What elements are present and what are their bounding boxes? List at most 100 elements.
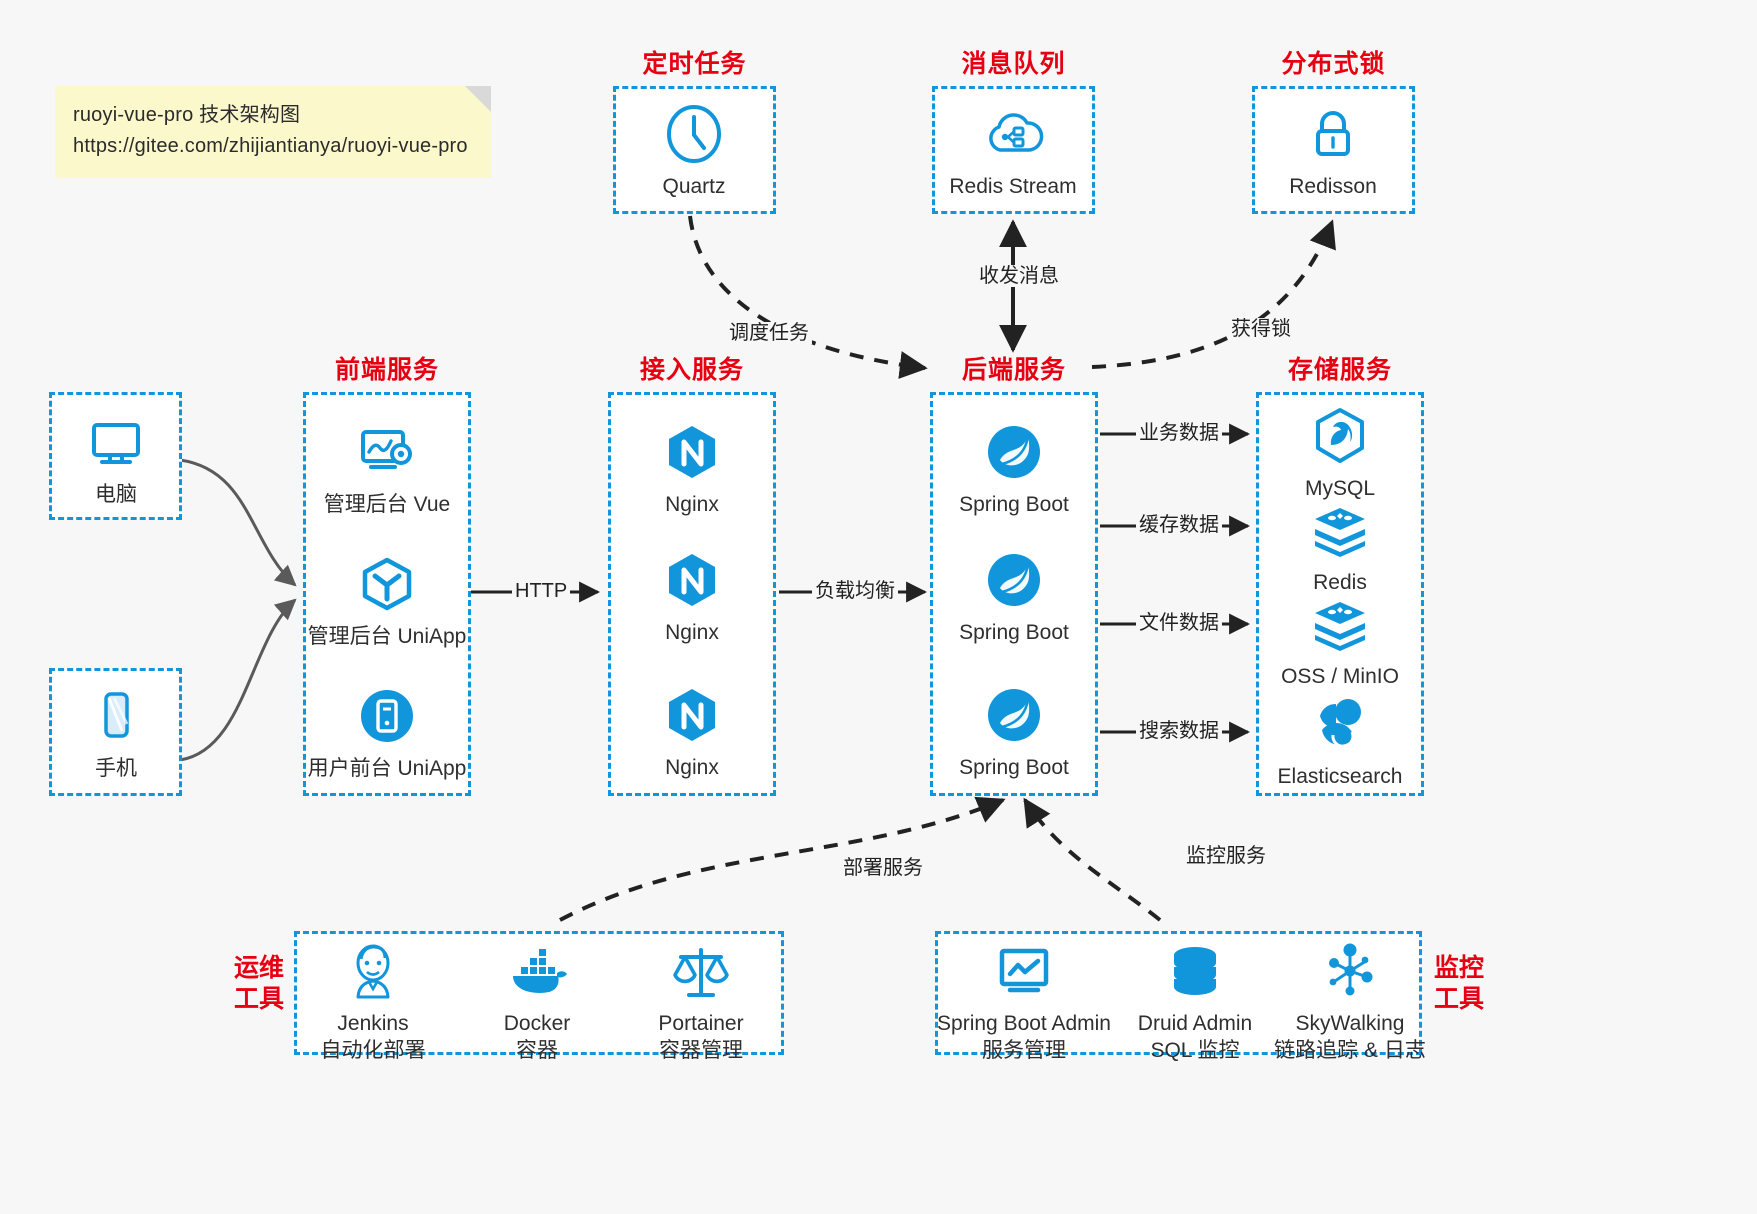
- node-sublabel: 自动化部署: [320, 1039, 426, 1063]
- node-docker[interactable]: Docker 容器: [452, 939, 622, 1066]
- edge-label-loadbalance: 负载均衡: [812, 580, 898, 602]
- docker-whale-icon: [513, 949, 567, 993]
- node-redis-stream[interactable]: Redis Stream: [928, 102, 1098, 200]
- portainer-scale-icon: [673, 948, 729, 997]
- node-uniapp-admin[interactable]: 管理后台 UniApp: [302, 552, 472, 650]
- node-label: 用户前台 UniApp: [307, 757, 467, 780]
- node-label: Portainer: [658, 1012, 744, 1035]
- node-skywalking[interactable]: SkyWalking 链路追踪 & 日志: [1255, 939, 1445, 1066]
- app-round-icon: [361, 690, 413, 742]
- node-vue-admin[interactable]: 管理后台 Vue: [302, 420, 472, 518]
- jenkins-butler-icon: [356, 944, 390, 999]
- edge-deploy-service: [559, 796, 1006, 922]
- mysql-dolphin-icon: [1316, 408, 1364, 463]
- node-oss[interactable]: OSS / MinIO: [1255, 592, 1425, 690]
- note-line-2: https://gitee.com/zhijiantianya/ruoyi-vu…: [73, 135, 468, 157]
- node-label: Quartz: [662, 175, 726, 198]
- node-label: Elasticsearch: [1277, 765, 1403, 788]
- node-sublabel: 容器管理: [659, 1039, 743, 1063]
- node-portainer[interactable]: Portainer 容器管理: [616, 939, 786, 1066]
- node-phone[interactable]: 手机: [31, 684, 201, 782]
- mobile-icon: [104, 692, 129, 738]
- node-nginx-1[interactable]: Nginx: [607, 420, 777, 518]
- node-label: Nginx: [665, 621, 719, 644]
- node-sublabel: 服务管理: [982, 1039, 1066, 1063]
- node-label: 手机: [95, 757, 137, 780]
- database-icon: [1174, 947, 1216, 995]
- edge-label-biz-data: 业务数据: [1136, 422, 1222, 444]
- nginx-icon: [669, 689, 715, 741]
- node-label: 管理后台 Vue: [323, 493, 451, 516]
- monitor-chart-icon: [999, 948, 1049, 993]
- note-line-1: ruoyi-vue-pro 技术架构图: [73, 104, 301, 126]
- node-elasticsearch[interactable]: Elasticsearch: [1255, 692, 1425, 790]
- group-box-lock: [1252, 86, 1415, 214]
- node-label: SkyWalking: [1295, 1012, 1405, 1035]
- nginx-icon: [669, 554, 715, 606]
- node-label: Nginx: [665, 756, 719, 779]
- node-label: Spring Boot: [959, 493, 1069, 516]
- desktop-icon: [92, 423, 140, 464]
- edge-schedule-task: [688, 215, 928, 379]
- node-uniapp-user[interactable]: 用户前台 UniApp: [302, 684, 472, 782]
- node-label: Druid Admin: [1137, 1012, 1253, 1035]
- node-label: Spring Boot Admin: [937, 1012, 1111, 1035]
- dashboard-gear-icon: [361, 430, 412, 469]
- node-label: 电脑: [95, 483, 137, 506]
- node-jenkins[interactable]: Jenkins 自动化部署: [288, 939, 458, 1066]
- uniapp-cube-icon: [362, 557, 412, 611]
- node-springboot-2[interactable]: Spring Boot: [929, 548, 1099, 646]
- clock-icon: [667, 105, 721, 163]
- node-springboot-1[interactable]: Spring Boot: [929, 420, 1099, 518]
- node-sublabel: 容器: [516, 1039, 558, 1063]
- spring-leaf-icon: [988, 554, 1040, 606]
- node-druid-admin[interactable]: Druid Admin SQL 监控: [1109, 939, 1281, 1066]
- group-title-scheduler: 定时任务: [642, 50, 747, 78]
- node-label: Nginx: [665, 493, 719, 516]
- node-sublabel: SQL 监控: [1150, 1039, 1240, 1063]
- node-redis[interactable]: Redis: [1255, 498, 1425, 596]
- node-springboot-3[interactable]: Spring Boot: [929, 683, 1099, 781]
- edge-label-mq-io: 收发消息: [976, 265, 1062, 287]
- node-label: Redis Stream: [949, 175, 1077, 198]
- node-label: MySQL: [1304, 477, 1375, 500]
- group-title-mq: 消息队列: [961, 50, 1066, 78]
- oss-stack-icon: [1315, 602, 1365, 651]
- group-title-devops: 运维 工具: [228, 953, 290, 1016]
- edge-monitor-service: [1023, 797, 1162, 922]
- node-spring-boot-admin[interactable]: Spring Boot Admin 服务管理: [937, 939, 1111, 1066]
- node-quartz[interactable]: Quartz: [609, 102, 779, 200]
- node-label: Redisson: [1289, 175, 1377, 198]
- note-fold-corner: [465, 86, 491, 112]
- lock-icon: [1316, 111, 1350, 156]
- edge-label-cache-data: 缓存数据: [1136, 514, 1222, 536]
- group-title-frontend: 前端服务: [334, 356, 439, 384]
- node-pc[interactable]: 电脑: [31, 410, 201, 508]
- group-title-storage: 存储服务: [1287, 356, 1392, 384]
- group-title-lock: 分布式锁: [1281, 50, 1386, 78]
- node-label: 管理后台 UniApp: [307, 625, 467, 648]
- edge-label-deploy: 部署服务: [840, 857, 926, 879]
- group-title-backend: 后端服务: [961, 356, 1066, 384]
- node-label: Spring Boot: [959, 756, 1069, 779]
- node-nginx-2[interactable]: Nginx: [607, 548, 777, 646]
- edge-label-search-data: 搜索数据: [1136, 720, 1222, 742]
- node-nginx-3[interactable]: Nginx: [607, 683, 777, 781]
- node-redisson[interactable]: Redisson: [1248, 102, 1418, 200]
- node-label: Spring Boot: [959, 621, 1069, 644]
- node-sublabel: 链路追踪 & 日志: [1274, 1039, 1426, 1063]
- node-mysql[interactable]: MySQL: [1255, 404, 1425, 502]
- group-title-devops-line1: 运维: [233, 954, 284, 982]
- edge-label-monitor: 监控服务: [1183, 845, 1269, 867]
- group-title-devops-line2: 工具: [233, 985, 284, 1014]
- node-label: OSS / MinIO: [1281, 665, 1399, 688]
- group-box-scheduler: [613, 86, 776, 214]
- group-title-monitor: 监控 工具: [1428, 953, 1490, 1016]
- diagram-note: ruoyi-vue-pro 技术架构图 https://gitee.com/zh…: [55, 86, 491, 178]
- spring-leaf-icon: [988, 689, 1040, 741]
- edge-get-lock: [1091, 219, 1336, 369]
- edge-label-get-lock: 获得锁: [1228, 318, 1294, 340]
- redis-stack-icon: [1315, 508, 1365, 557]
